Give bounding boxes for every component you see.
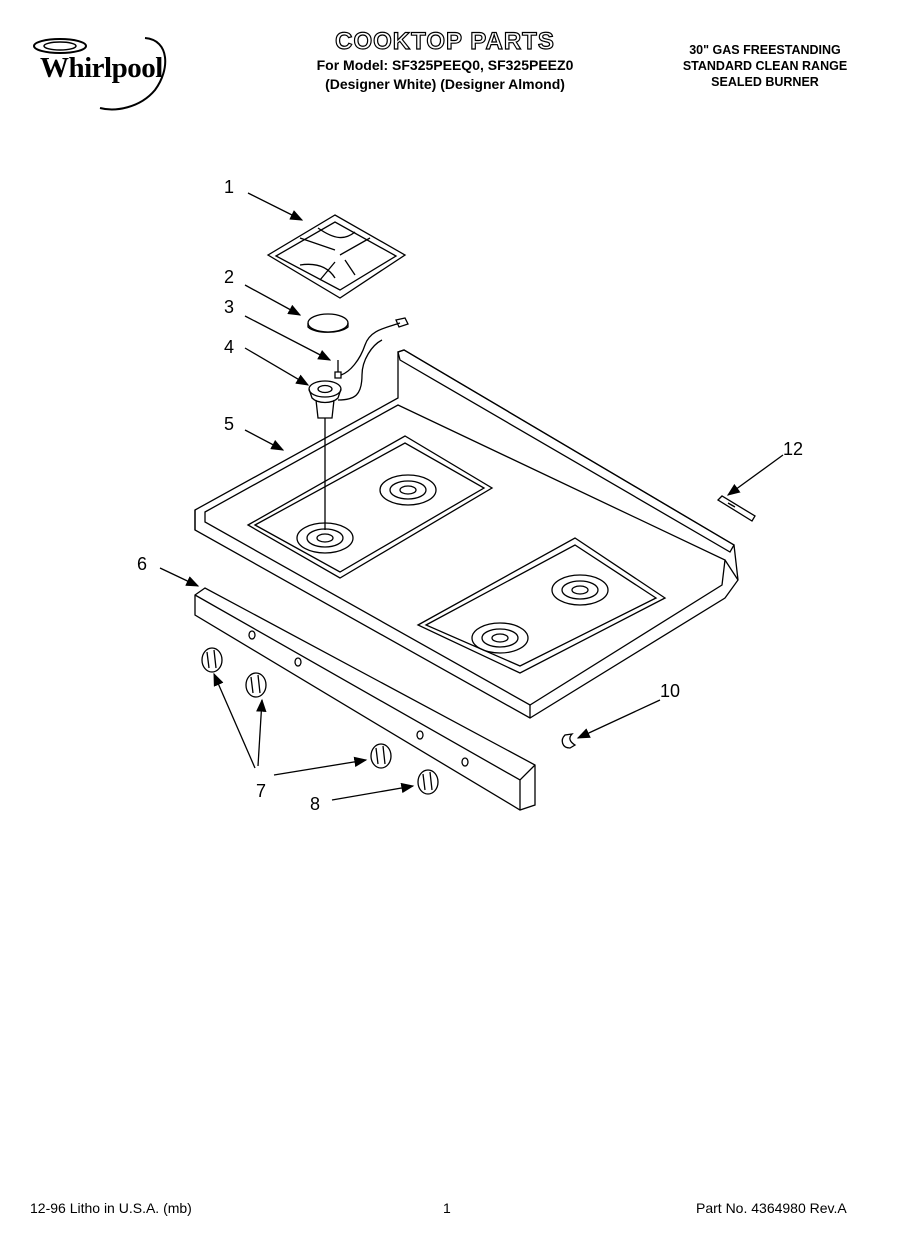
control-knob — [201, 647, 439, 795]
burner-grate — [266, 214, 407, 299]
footer-litho: 12-96 Litho in U.S.A. (mb) — [30, 1200, 192, 1216]
leader-arrows — [159, 192, 784, 801]
page-title: COOKTOP PARTS — [335, 27, 555, 55]
callout-5: 5 — [224, 414, 234, 434]
callout-4: 4 — [224, 337, 234, 357]
callout-7: 7 — [256, 781, 266, 801]
burner-ring — [296, 474, 609, 654]
callout-8: 8 — [310, 794, 320, 814]
color-line: (Designer White) (Designer Almond) — [325, 76, 565, 92]
callout-10: 10 — [660, 681, 680, 701]
callout-1: 1 — [224, 177, 234, 197]
range-line-2: STANDARD CLEAN RANGE — [682, 59, 848, 73]
burner-cap — [307, 313, 349, 333]
cooktop — [194, 349, 739, 719]
callout-12: 12 — [783, 439, 803, 459]
callout-2: 2 — [224, 267, 234, 287]
clip — [561, 733, 577, 749]
range-line-3: SEALED BURNER — [711, 75, 819, 89]
footer-part-number: Part No. 4364980 Rev.A — [696, 1200, 847, 1216]
callout-6: 6 — [137, 554, 147, 574]
range-line-1: 30" GAS FREESTANDING — [689, 43, 841, 57]
bracket — [716, 495, 756, 522]
igniter — [334, 317, 409, 401]
callout-3: 3 — [224, 297, 234, 317]
control-panel — [194, 587, 536, 811]
whirlpool-logo-swirl — [33, 37, 167, 111]
footer-page-number: 1 — [443, 1200, 451, 1216]
model-line: For Model: SF325PEEQ0, SF325PEEZ0 — [316, 57, 574, 73]
burner-base — [308, 380, 342, 530]
brand-name: Whirlpool — [40, 52, 163, 84]
